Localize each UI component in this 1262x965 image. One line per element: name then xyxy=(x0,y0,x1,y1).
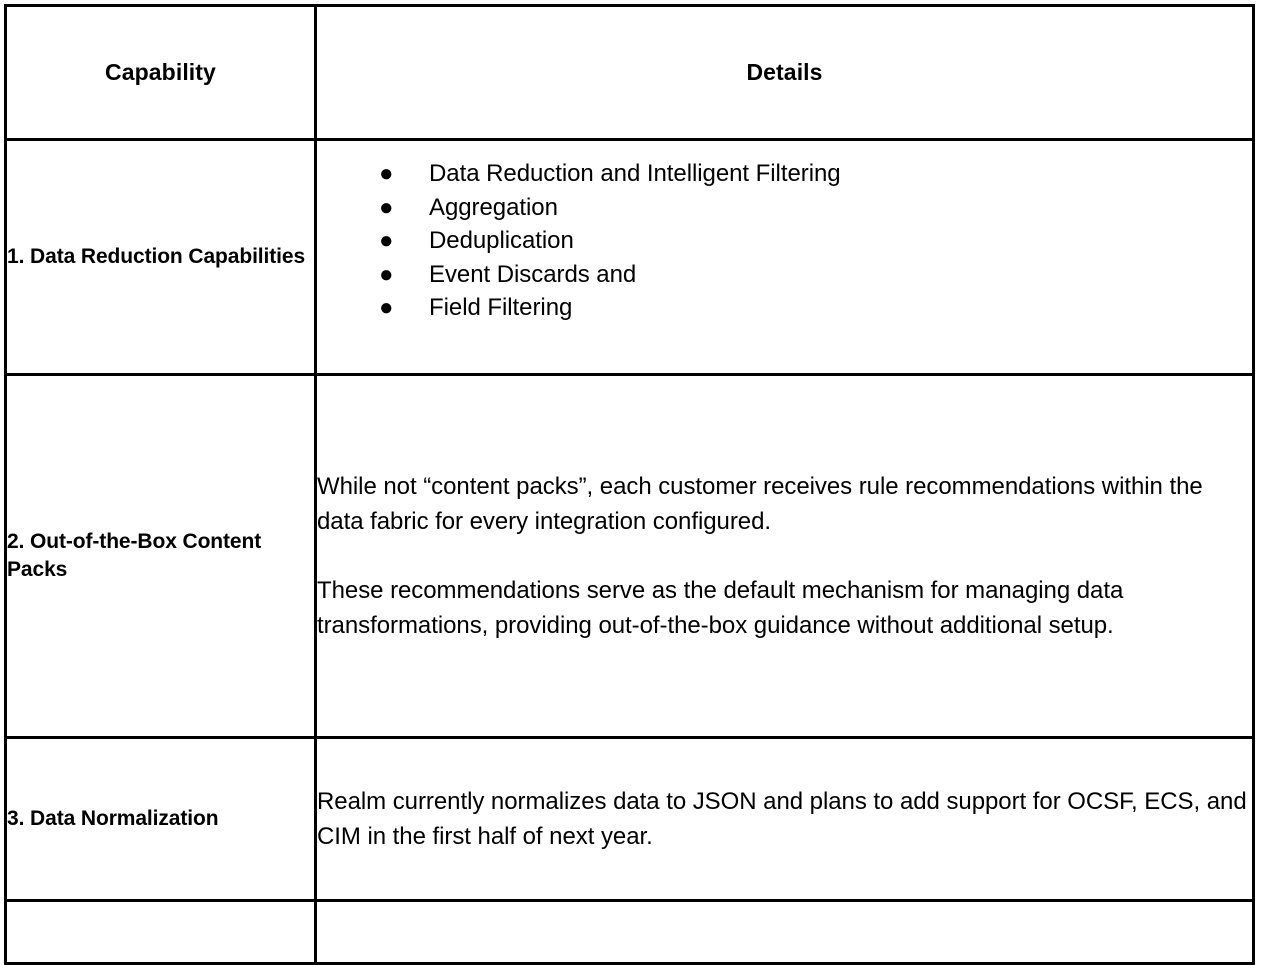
list-item: ● Field Filtering xyxy=(317,291,1252,325)
table-row-partial xyxy=(4,899,1255,965)
bullet-icon: ● xyxy=(379,193,394,221)
capability-label: 2. Out-of-the-Box Content Packs xyxy=(7,530,262,581)
table-body: 1. Data Reduction Capabilities ● Data Re… xyxy=(4,138,1255,965)
capability-cell: 1. Data Reduction Capabilities xyxy=(4,138,317,376)
details-paragraph: These recommendations serve as the defau… xyxy=(317,577,1124,640)
column-header-details-label: Details xyxy=(746,58,823,85)
bullet-icon: ● xyxy=(379,227,394,255)
column-header-details: Details xyxy=(314,4,1255,141)
details-paragraph: While not “content packs”, each customer… xyxy=(317,472,1203,535)
capability-label: 3. Data Normalization xyxy=(7,807,219,831)
details-cell: ● Data Reduction and Intelligent Filteri… xyxy=(314,138,1255,376)
list-item-text: Deduplication xyxy=(429,227,574,255)
list-item: ● Deduplication xyxy=(317,224,1252,258)
bullet-icon: ● xyxy=(379,160,394,187)
list-item: ● Data Reduction and Intelligent Filteri… xyxy=(317,157,1252,191)
column-header-capability-label: Capability xyxy=(105,58,216,85)
capability-cell: 2. Out-of-the-Box Content Packs xyxy=(4,373,317,739)
column-header-capability: Capability xyxy=(4,4,317,141)
details-cell: Realm currently normalizes data to JSON … xyxy=(314,736,1255,902)
details-cell xyxy=(314,899,1255,965)
details-cell: While not “content packs”, each customer… xyxy=(314,373,1255,739)
list-item-text: Field Filtering xyxy=(429,294,573,322)
list-item-text: Event Discards and xyxy=(429,260,637,288)
capability-label: 1. Data Reduction Capabilities xyxy=(7,245,306,269)
table-row: 2. Out-of-the-Box Content Packs While no… xyxy=(4,373,1255,739)
table-header-row: Capability Details xyxy=(4,4,1255,141)
list-item-text: Aggregation xyxy=(429,193,558,221)
table-row: 1. Data Reduction Capabilities ● Data Re… xyxy=(4,138,1255,376)
capability-cell: 3. Data Normalization xyxy=(4,736,317,902)
list-item: ● Aggregation xyxy=(317,191,1252,225)
list-item-text: Data Reduction and Intelligent Filtering xyxy=(429,160,841,187)
document-page: Capability Details 1. Data Reduction Cap… xyxy=(4,4,1255,965)
details-bullet-list: ● Data Reduction and Intelligent Filteri… xyxy=(317,157,1252,325)
table-header: Capability Details xyxy=(4,4,1255,141)
table-row: 3. Data Normalization Realm currently no… xyxy=(4,736,1255,902)
details-paragraph: Realm currently normalizes data to JSON … xyxy=(317,787,1247,850)
capability-cell xyxy=(4,899,317,965)
bullet-icon: ● xyxy=(379,260,394,288)
capability-details-table: Capability Details 1. Data Reduction Cap… xyxy=(4,4,1255,965)
list-item: ● Event Discards and xyxy=(317,258,1252,292)
bullet-icon: ● xyxy=(379,294,394,322)
